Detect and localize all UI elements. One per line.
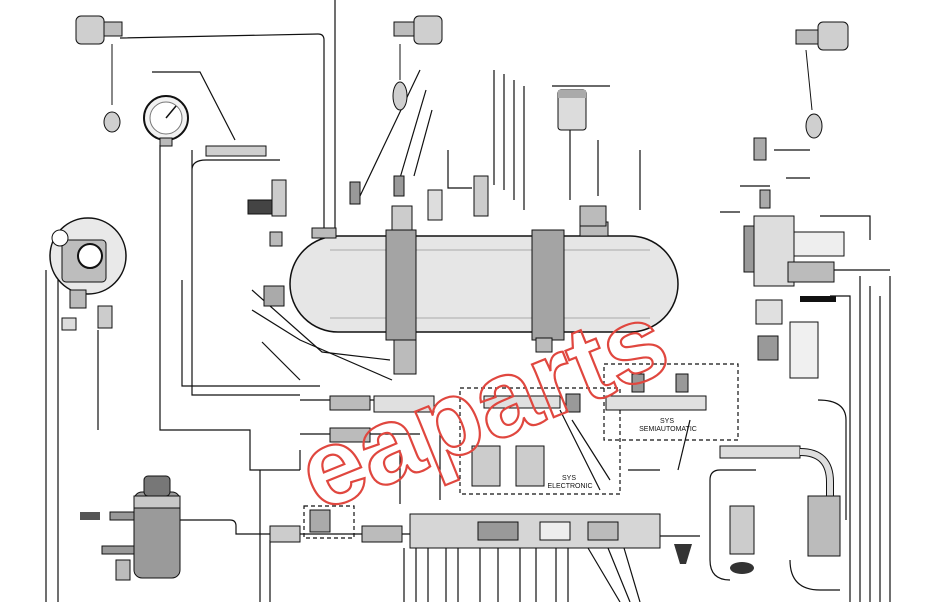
level-probe-left (75, 15, 123, 133)
boiler-band-left (385, 229, 417, 341)
semiautomatic-group-box (603, 363, 739, 441)
label-sys-electronic: SYS ELECTRONIC (547, 475, 592, 490)
semiautomatic-group (605, 373, 707, 411)
dashed-group-boxes (303, 363, 739, 539)
main-boiler (289, 175, 679, 353)
bottom-manifold (269, 509, 692, 564)
electronic-group-box (459, 387, 621, 495)
steam-lance (719, 445, 841, 574)
pipe-network (45, 0, 891, 602)
solenoid-valve-top (473, 175, 607, 227)
water-distribution (329, 339, 435, 443)
level-probe-center (392, 15, 443, 111)
right-components (755, 296, 836, 379)
water-softener (80, 475, 181, 581)
group-labels: SYS SEMIAUTOMATIC SYS ELECTRONIC (547, 418, 696, 490)
level-probe-right (795, 21, 849, 139)
boiler-band-right (531, 229, 565, 341)
pressure-gauge (143, 95, 189, 147)
heating-element-assembly (743, 137, 845, 287)
bypass-valve-box (303, 505, 355, 539)
electronic-group (471, 393, 581, 487)
pressostat-cluster (205, 145, 287, 307)
expansion-tank (557, 89, 587, 131)
label-sys-semiautomatic: SYS SEMIAUTOMATIC (639, 418, 697, 433)
pump-motor (49, 217, 127, 331)
